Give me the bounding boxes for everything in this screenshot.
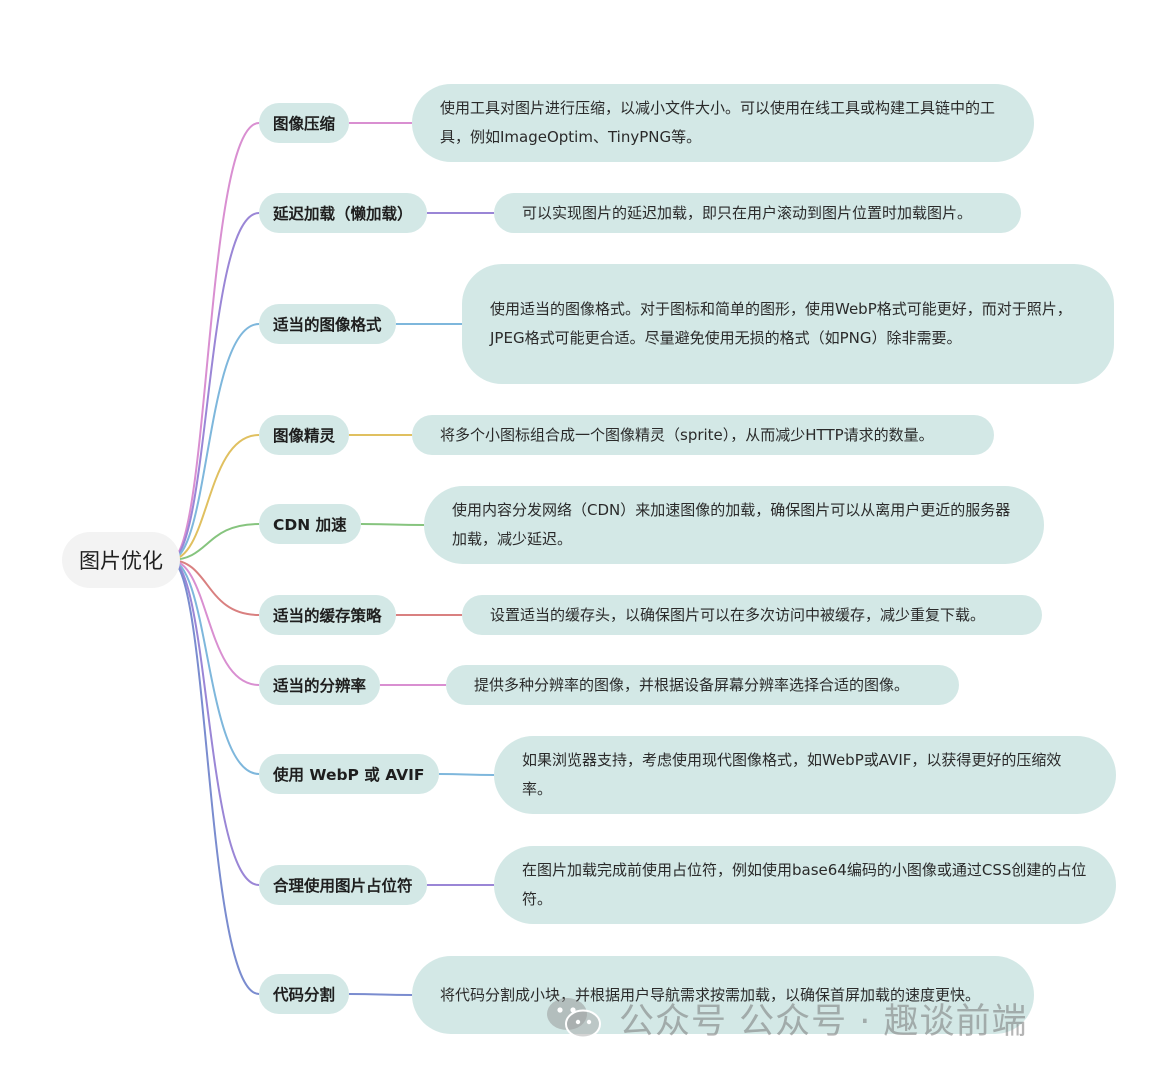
leaf-text: 提供多种分辨率的图像，并根据设备屏幕分辨率选择合适的图像。 — [474, 675, 910, 694]
root-connector — [169, 122, 260, 561]
root-connector — [169, 559, 260, 775]
branch-label: 代码分割 — [273, 986, 336, 1004]
root-connector — [169, 559, 260, 886]
branch-cache-strategy[interactable]: 适当的缓存策略 — [259, 595, 396, 635]
branch-label: 图像压缩 — [273, 115, 336, 133]
leaf-image-compression[interactable]: 使用工具对图片进行压缩，以减小文件大小。可以使用在线工具或构建工具链中的工具，例… — [412, 84, 1034, 162]
leaf-connector — [348, 993, 413, 996]
branch-code-splitting[interactable]: 代码分割 — [259, 974, 350, 1014]
branch-label: 图像精灵 — [273, 427, 336, 445]
wechat-icon — [547, 998, 601, 1039]
root-connector — [169, 559, 260, 616]
watermark: 公众号 公众号 · 趣谈前端 — [543, 990, 1143, 1046]
leaf-cache-strategy[interactable]: 设置适当的缓存头，以确保图片可以在多次访问中被缓存，减少重复下载。 — [462, 595, 1042, 635]
root-connector — [169, 523, 260, 561]
leaf-webp-avif[interactable]: 如果浏览器支持，考虑使用现代图像格式，如WebP或AVIF，以获得更好的压缩效率… — [494, 736, 1116, 814]
root-node[interactable]: 图片优化 — [62, 532, 180, 588]
branch-label: 合理使用图片占位符 — [273, 877, 413, 895]
leaf-text: 可以实现图片的延迟加载，即只在用户滚动到图片位置时加载图片。 — [522, 203, 973, 222]
watermark-text: 公众号 公众号 · 趣谈前端 — [619, 1001, 1028, 1042]
branch-image-compression[interactable]: 图像压缩 — [259, 103, 350, 143]
leaf-text: 使用适当的图像格式。对于图标和简单的图形，使用WebP格式可能更好，而对于照片，… — [490, 300, 1072, 347]
branch-cdn[interactable]: CDN 加速 — [259, 504, 361, 544]
branch-label: 适当的图像格式 — [273, 316, 382, 334]
leaf-text: 将代码分割成小块，并根据用户导航需求按需加载，以确保首屏加载的速度更快。 — [440, 985, 981, 1004]
leaf-code-splitting[interactable]: 将代码分割成小块，并根据用户导航需求按需加载，以确保首屏加载的速度更快。 — [412, 956, 1034, 1034]
leaf-image-format[interactable]: 使用适当的图像格式。对于图标和简单的图形，使用WebP格式可能更好，而对于照片，… — [462, 264, 1114, 384]
branch-label: 使用 WebP 或 AVIF — [273, 766, 425, 784]
branch-image-sprite[interactable]: 图像精灵 — [259, 415, 350, 455]
leaf-connector — [438, 773, 495, 776]
branch-image-format[interactable]: 适当的图像格式 — [259, 304, 396, 344]
root-connector — [169, 559, 260, 995]
leaf-text: 使用内容分发网络（CDN）来加速图像的加载，确保图片可以从离用户更近的服务器加载… — [452, 501, 1011, 548]
branch-label: 适当的分辨率 — [273, 677, 367, 695]
branch-label: 延迟加载（懒加载） — [273, 205, 413, 223]
root-connector — [169, 212, 260, 561]
branch-resolution[interactable]: 适当的分辨率 — [259, 665, 381, 705]
leaf-image-sprite[interactable]: 将多个小图标组合成一个图像精灵（sprite），从而减少HTTP请求的数量。 — [412, 415, 994, 455]
branch-label: 适当的缓存策略 — [273, 607, 382, 625]
leaf-text: 使用工具对图片进行压缩，以减小文件大小。可以使用在线工具或构建工具链中的工具，例… — [440, 99, 996, 146]
leaf-text: 将多个小图标组合成一个图像精灵（sprite），从而减少HTTP请求的数量。 — [440, 425, 934, 444]
leaf-text: 设置适当的缓存头，以确保图片可以在多次访问中被缓存，减少重复下载。 — [490, 605, 986, 624]
branch-label: CDN 加速 — [273, 516, 347, 534]
root-connector — [169, 559, 260, 686]
leaf-cdn[interactable]: 使用内容分发网络（CDN）来加速图像的加载，确保图片可以从离用户更近的服务器加载… — [424, 486, 1044, 564]
root-connector — [169, 323, 260, 561]
leaf-placeholder[interactable]: 在图片加载完成前使用占位符，例如使用base64编码的小图像或通过CSS创建的占… — [494, 846, 1116, 924]
leaf-resolution[interactable]: 提供多种分辨率的图像，并根据设备屏幕分辨率选择合适的图像。 — [446, 665, 959, 705]
branch-lazy-loading[interactable]: 延迟加载（懒加载） — [259, 193, 427, 233]
leaf-connector — [360, 523, 425, 526]
root-connector — [169, 434, 260, 561]
leaf-text: 在图片加载完成前使用占位符，例如使用base64编码的小图像或通过CSS创建的占… — [522, 861, 1087, 908]
leaf-lazy-loading[interactable]: 可以实现图片的延迟加载，即只在用户滚动到图片位置时加载图片。 — [494, 193, 1021, 233]
root-label: 图片优化 — [79, 549, 163, 573]
leaf-text: 如果浏览器支持，考虑使用现代图像格式，如WebP或AVIF，以获得更好的压缩效率… — [522, 751, 1062, 798]
branch-placeholder[interactable]: 合理使用图片占位符 — [259, 865, 427, 905]
branch-webp-avif[interactable]: 使用 WebP 或 AVIF — [259, 754, 439, 794]
